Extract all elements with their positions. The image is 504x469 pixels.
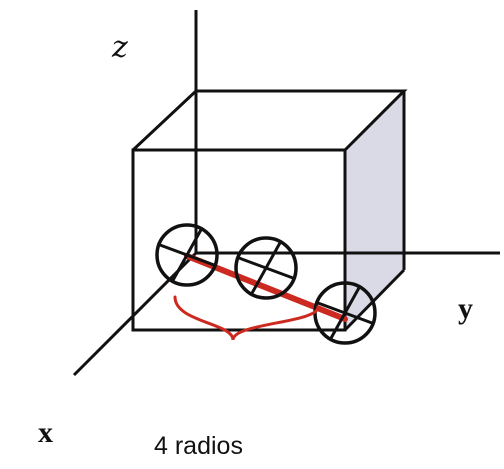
red-brace <box>173 295 320 341</box>
sphere-1 <box>155 223 219 287</box>
x-axis-label: x <box>38 416 53 449</box>
cube-front-face <box>131 148 347 332</box>
y-axis-label: y <box>458 292 473 325</box>
caption-text: 4 radios <box>154 432 243 460</box>
cube-bottom-right-edge <box>343 268 406 332</box>
z-axis-label: z <box>112 30 128 65</box>
cube-top-face <box>131 89 408 152</box>
sphere-2 <box>234 236 298 300</box>
cube-right-face <box>345 91 404 330</box>
